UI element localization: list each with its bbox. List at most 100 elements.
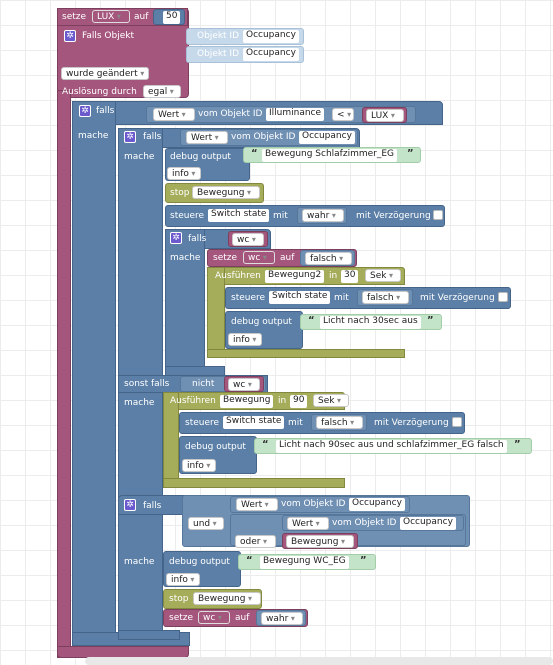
gear-icon[interactable]: ✲ [124,499,136,511]
text-value[interactable]: Bewegung Schlafzimmer_EG [262,149,398,162]
gear-icon[interactable]: ✲ [79,105,91,117]
setze-label: setze [62,12,87,22]
wert-dropdown[interactable]: Wert [236,498,278,511]
bool-dropdown[interactable]: falsch [362,291,409,304]
wert-dropdown[interactable]: Wert [186,131,228,144]
quote-icon: “ [308,315,315,326]
lux-var-dropdown[interactable]: LUX [366,109,404,122]
auf-label: auf [280,253,295,263]
mit-label: mit [288,418,303,428]
info-dropdown[interactable]: info [166,573,200,586]
quote-icon: ” [360,555,367,566]
setze-label: setze [169,613,194,623]
gear-icon[interactable]: ✲ [170,232,182,244]
debug-output-label: debug output [231,317,292,327]
info-dropdown[interactable]: info [182,459,216,472]
event-block-spine [57,90,71,658]
mache-label: mache [124,152,155,162]
debug-block-4[interactable] [163,551,241,587]
ausfuehren-label: Ausführen [215,271,261,281]
switch-state-field[interactable]: Switch state [208,209,270,222]
mache-label: mache [170,253,201,263]
delay-checkbox[interactable] [498,292,508,302]
if-block-occupancy-footer [118,630,180,640]
gear-icon[interactable]: ✲ [64,30,76,42]
delay-field[interactable]: 30 [341,270,359,283]
objekt-id-value[interactable]: Occupancy [243,30,299,43]
in-label: in [278,396,287,406]
gear-icon[interactable]: ✲ [124,131,136,143]
debug-output-label: debug output [169,557,230,567]
delay-checkbox[interactable] [452,417,462,427]
mit-verzoegerung-label: mit Verzögerung [374,418,449,428]
bool-dropdown[interactable]: falsch [316,416,363,429]
steuere-label: steuere [185,418,220,428]
in-label: in [329,271,338,281]
falls-objekt-label: Falls Objekt [82,31,134,41]
timer-dropdown[interactable]: Bewegung [192,186,260,199]
timer-dropdown[interactable]: Bewegung [193,592,261,605]
delay-field[interactable]: 90 [290,395,308,408]
horizontal-scrollbar[interactable] [85,657,553,665]
wc-dropdown[interactable]: wc [228,378,260,391]
bewegung-dropdown[interactable]: Bewegung [286,535,354,548]
wc-dropdown[interactable]: wc [232,233,264,246]
auf-label: auf [235,613,250,623]
if-block-main-spine [72,101,116,646]
switch-state-field[interactable]: Switch state [223,416,285,429]
vom-objekt-label: vom Objekt ID [332,518,397,528]
bool-dropdown[interactable]: wahr [261,612,303,625]
delay-checkbox[interactable] [433,210,443,220]
steuere-label: steuere [231,293,266,303]
occupancy-field[interactable]: Occupancy [349,498,405,511]
illuminance-field[interactable]: Illuminance [266,108,325,121]
text-value[interactable]: Licht nach 30sec aus [320,316,421,329]
wert-dropdown[interactable]: Wert [153,108,195,121]
or-dropdown[interactable]: oder [235,535,276,548]
switch-state-field[interactable]: Switch state [269,291,331,304]
wc-dropdown[interactable]: wc [243,251,275,264]
setze-label: setze [213,253,238,263]
timeout-block-1-footer [207,349,405,358]
objekt-id-value[interactable]: Occupancy [243,48,299,61]
quote-icon: “ [246,555,253,566]
quote-icon: “ [251,148,258,159]
and-dropdown[interactable]: und [188,517,224,530]
quote-icon: “ [262,439,269,450]
occupancy-field[interactable]: Occupancy [400,517,456,530]
occupancy-field[interactable]: Occupancy [299,131,355,144]
text-value[interactable]: Bewegung WC_EG [260,556,349,569]
auf-label: auf [134,12,149,22]
vom-objekt-label: vom Objekt ID [231,132,296,142]
timer-name-field[interactable]: Bewegung [220,395,274,408]
info-dropdown[interactable]: info [228,333,262,346]
mit-label: mit [334,293,349,303]
stop-label: stop [170,188,190,198]
quote-icon: ” [514,439,521,450]
falls-label: falls [143,132,162,142]
debug-output-label: debug output [185,442,246,452]
stop-label: stop [169,594,189,604]
operator-dropdown[interactable]: < [332,108,354,121]
wc-dropdown[interactable]: wc [198,611,230,624]
steuere-label: steuere [170,211,205,221]
quote-icon: ” [407,148,414,159]
falls-label: falls [96,106,115,116]
info-dropdown[interactable]: info [167,167,201,180]
lux-var-dropdown[interactable]: LUX [92,10,130,23]
egal-dropdown[interactable]: egal [143,85,181,98]
timer-name-field[interactable]: Bewegung2 [265,270,325,283]
wert-dropdown[interactable]: Wert [287,517,329,530]
lux-value-field[interactable]: 50 [163,11,181,24]
objekt-id-label: Objekt ID [197,49,240,59]
text-value[interactable]: Licht nach 90sec aus und schlafzimmer_EG… [276,440,507,453]
mache-label: mache [78,131,109,141]
mit-verzoegerung-label: mit Verzögerung [420,293,495,303]
mit-label: mit [273,211,288,221]
wurde-geaendert-dropdown[interactable]: wurde geändert [61,67,149,80]
unit-dropdown[interactable]: Sek [365,269,401,282]
bool-dropdown[interactable]: falsch [305,252,352,265]
mache-label: mache [124,557,155,567]
unit-dropdown[interactable]: Sek [313,394,349,407]
bool-dropdown[interactable]: wahr [302,209,344,222]
